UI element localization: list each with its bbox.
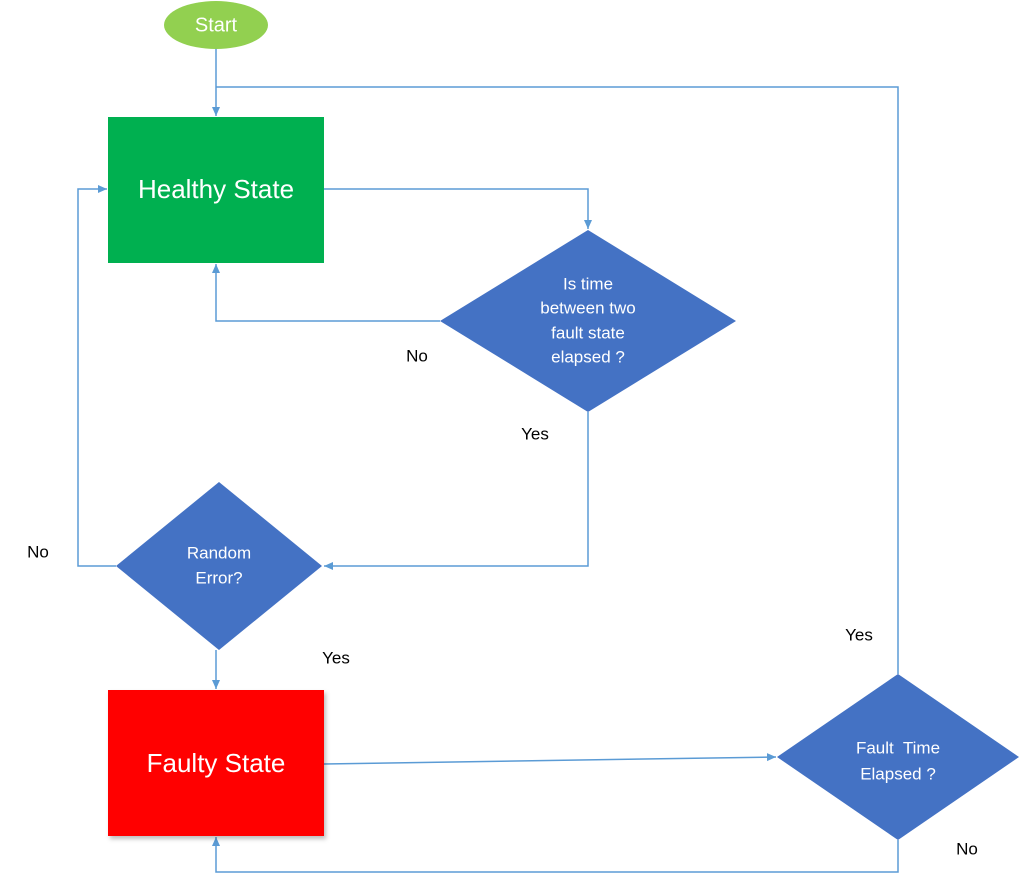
time-check-line-1: Is time bbox=[563, 274, 613, 293]
random-error-decision bbox=[116, 482, 322, 650]
random-error-yes-label: Yes bbox=[322, 648, 350, 667]
time-check-decision bbox=[440, 230, 736, 412]
fault-time-no-label: No bbox=[956, 839, 978, 858]
time-check-yes-label: Yes bbox=[521, 424, 549, 443]
time-check-line-4: elapsed ? bbox=[551, 347, 625, 366]
fault-time-yes-label: Yes bbox=[845, 625, 873, 644]
edge-timecheck-no-to-healthy bbox=[212, 264, 440, 322]
edge-faulttime-no-to-faulty bbox=[212, 837, 899, 873]
edge-healthy-to-timecheck bbox=[324, 188, 592, 229]
edge-timecheck-yes-to-randomerror bbox=[324, 412, 589, 570]
edge-randomerror-no-to-healthy bbox=[77, 185, 116, 567]
time-check-line-2: between two bbox=[540, 298, 635, 317]
edge-faulty-to-faulttime bbox=[323, 753, 777, 765]
time-check-no-label: No bbox=[406, 346, 428, 365]
faulty-state-node bbox=[108, 690, 324, 836]
random-error-no-label: No bbox=[27, 542, 49, 561]
random-error-line-1: Random bbox=[187, 543, 251, 562]
healthy-state-node bbox=[108, 117, 324, 263]
fault-time-line-2: Elapsed ? bbox=[860, 764, 936, 783]
healthy-state-label: Healthy State bbox=[138, 174, 294, 204]
time-check-line-3: fault state bbox=[551, 323, 625, 342]
fault-time-line-1: Fault Time bbox=[856, 738, 940, 757]
faulty-state-label: Faulty State bbox=[147, 748, 286, 778]
start-node bbox=[164, 1, 268, 49]
edge-faulttime-yes-to-healthy bbox=[216, 86, 899, 674]
fault-time-decision bbox=[777, 674, 1019, 840]
start-label: Start bbox=[195, 14, 238, 36]
random-error-line-2: Error? bbox=[195, 568, 242, 587]
